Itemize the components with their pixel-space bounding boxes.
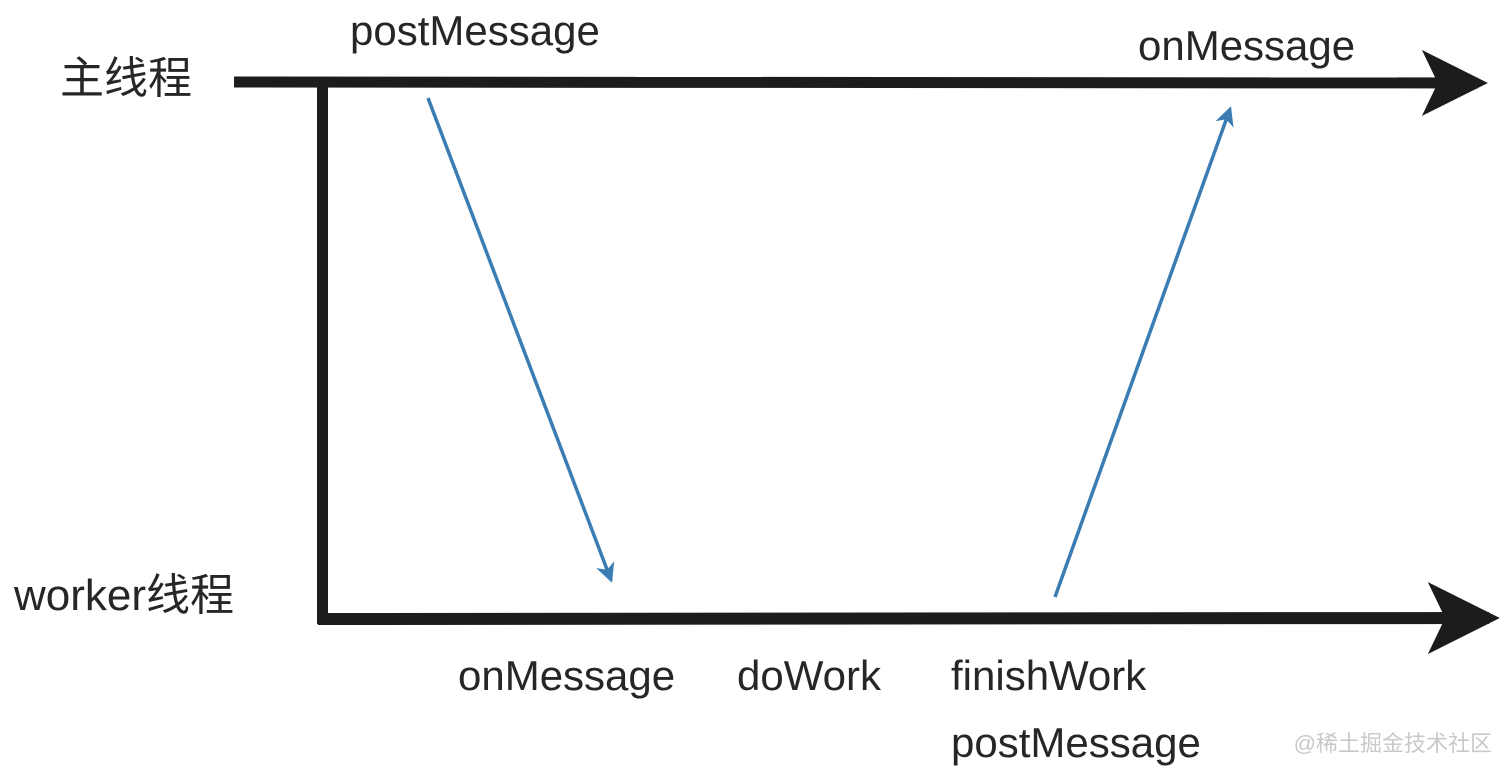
juejin-watermark: @稀土掘金技术社区 xyxy=(1293,731,1492,756)
bottom-finish-work-label: finishWork xyxy=(951,652,1147,699)
worker-thread-timeline xyxy=(317,582,1500,655)
bottom-do-work-label: doWork xyxy=(737,652,881,699)
top-post-message-label: postMessage xyxy=(350,7,600,54)
worker-thread-label: worker线程 xyxy=(14,571,235,620)
bottom-post-message-label: postMessage xyxy=(951,719,1201,766)
main-thread-timeline xyxy=(233,49,1488,116)
post-message-to-main-arrow xyxy=(1053,106,1234,598)
top-on-message-label: onMessage xyxy=(1138,22,1356,69)
post-message-to-worker-arrow xyxy=(426,97,615,583)
bottom-on-message-label: onMessage xyxy=(458,652,676,699)
main-thread-label: 主线程 xyxy=(60,54,192,103)
